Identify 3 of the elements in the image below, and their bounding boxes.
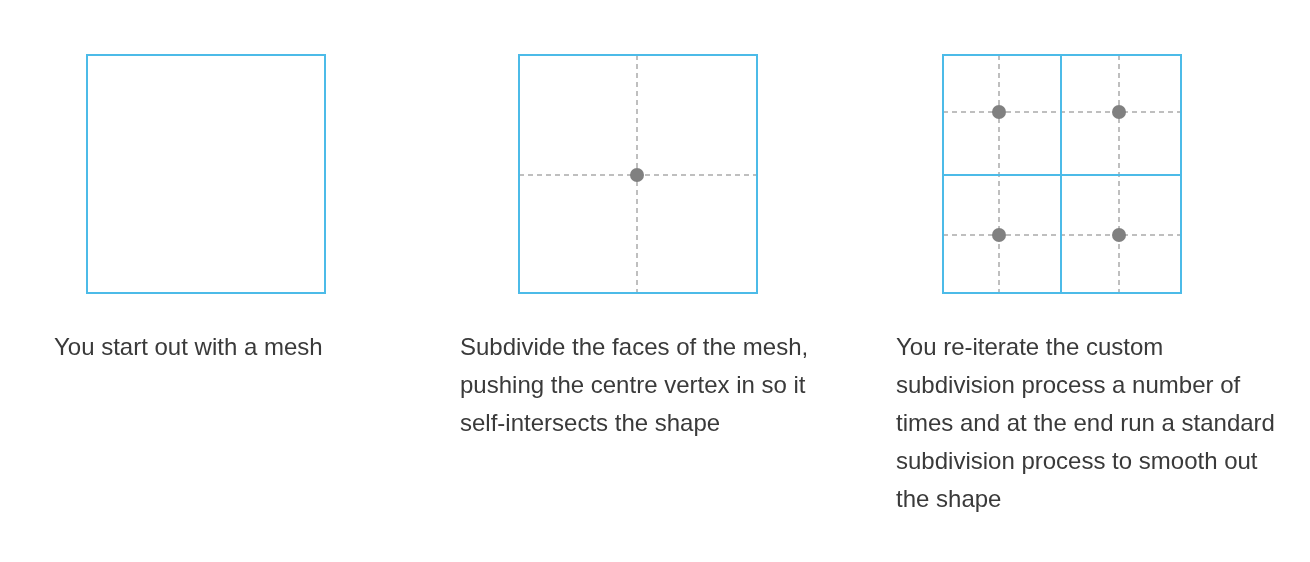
caption-text: You re-iterate the custom subdivision process a number of times and at the end run a standard subdivision process to smooth out the shape — [896, 332, 1276, 514]
caption-text: Subdivide the faces of the mesh, pushing the centre vertex in so it self-intersects the shape — [460, 332, 810, 438]
caption-text: You start out with a mesh — [54, 332, 324, 362]
